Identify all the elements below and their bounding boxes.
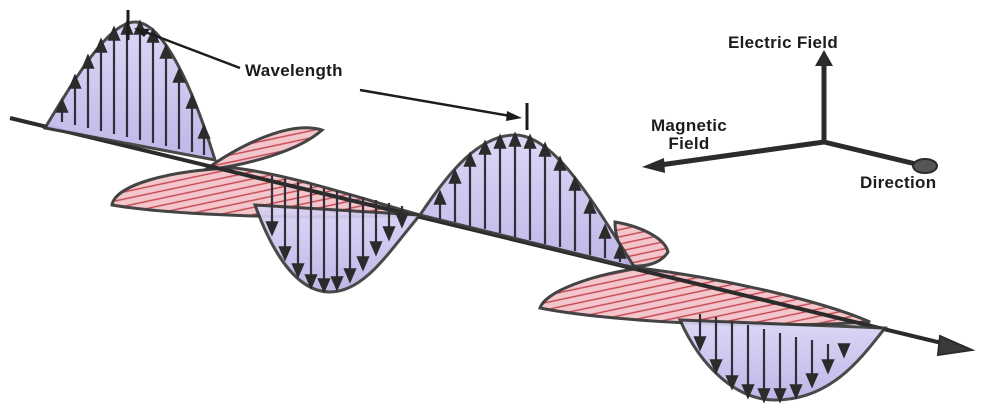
wavelength-arrow-right <box>360 90 516 117</box>
electric-lobe-down-2 <box>680 320 885 400</box>
electric-lobe-up-1 <box>45 22 215 160</box>
electric-axis-arrowhead <box>815 50 833 66</box>
direction-axis <box>824 142 920 165</box>
magnetic-lobe-1 <box>205 128 322 170</box>
magnetic-lobe-4 <box>540 268 870 325</box>
magnetic-axis-arrowhead <box>642 158 665 173</box>
electric-field-label: Electric Field <box>728 34 838 52</box>
direction-label: Direction <box>860 174 936 192</box>
magnetic-field-label: Magnetic Field <box>624 117 754 153</box>
magnetic-field-label-line2: Field <box>624 135 754 153</box>
electric-lobe-up-2 <box>420 135 635 268</box>
magnetic-field-label-line1: Magnetic <box>624 117 754 135</box>
axes-triad <box>642 50 937 173</box>
direction-axis-arrowhead <box>913 159 937 173</box>
wavelength-label: Wavelength <box>245 62 343 80</box>
propagation-arrowhead <box>938 336 972 355</box>
